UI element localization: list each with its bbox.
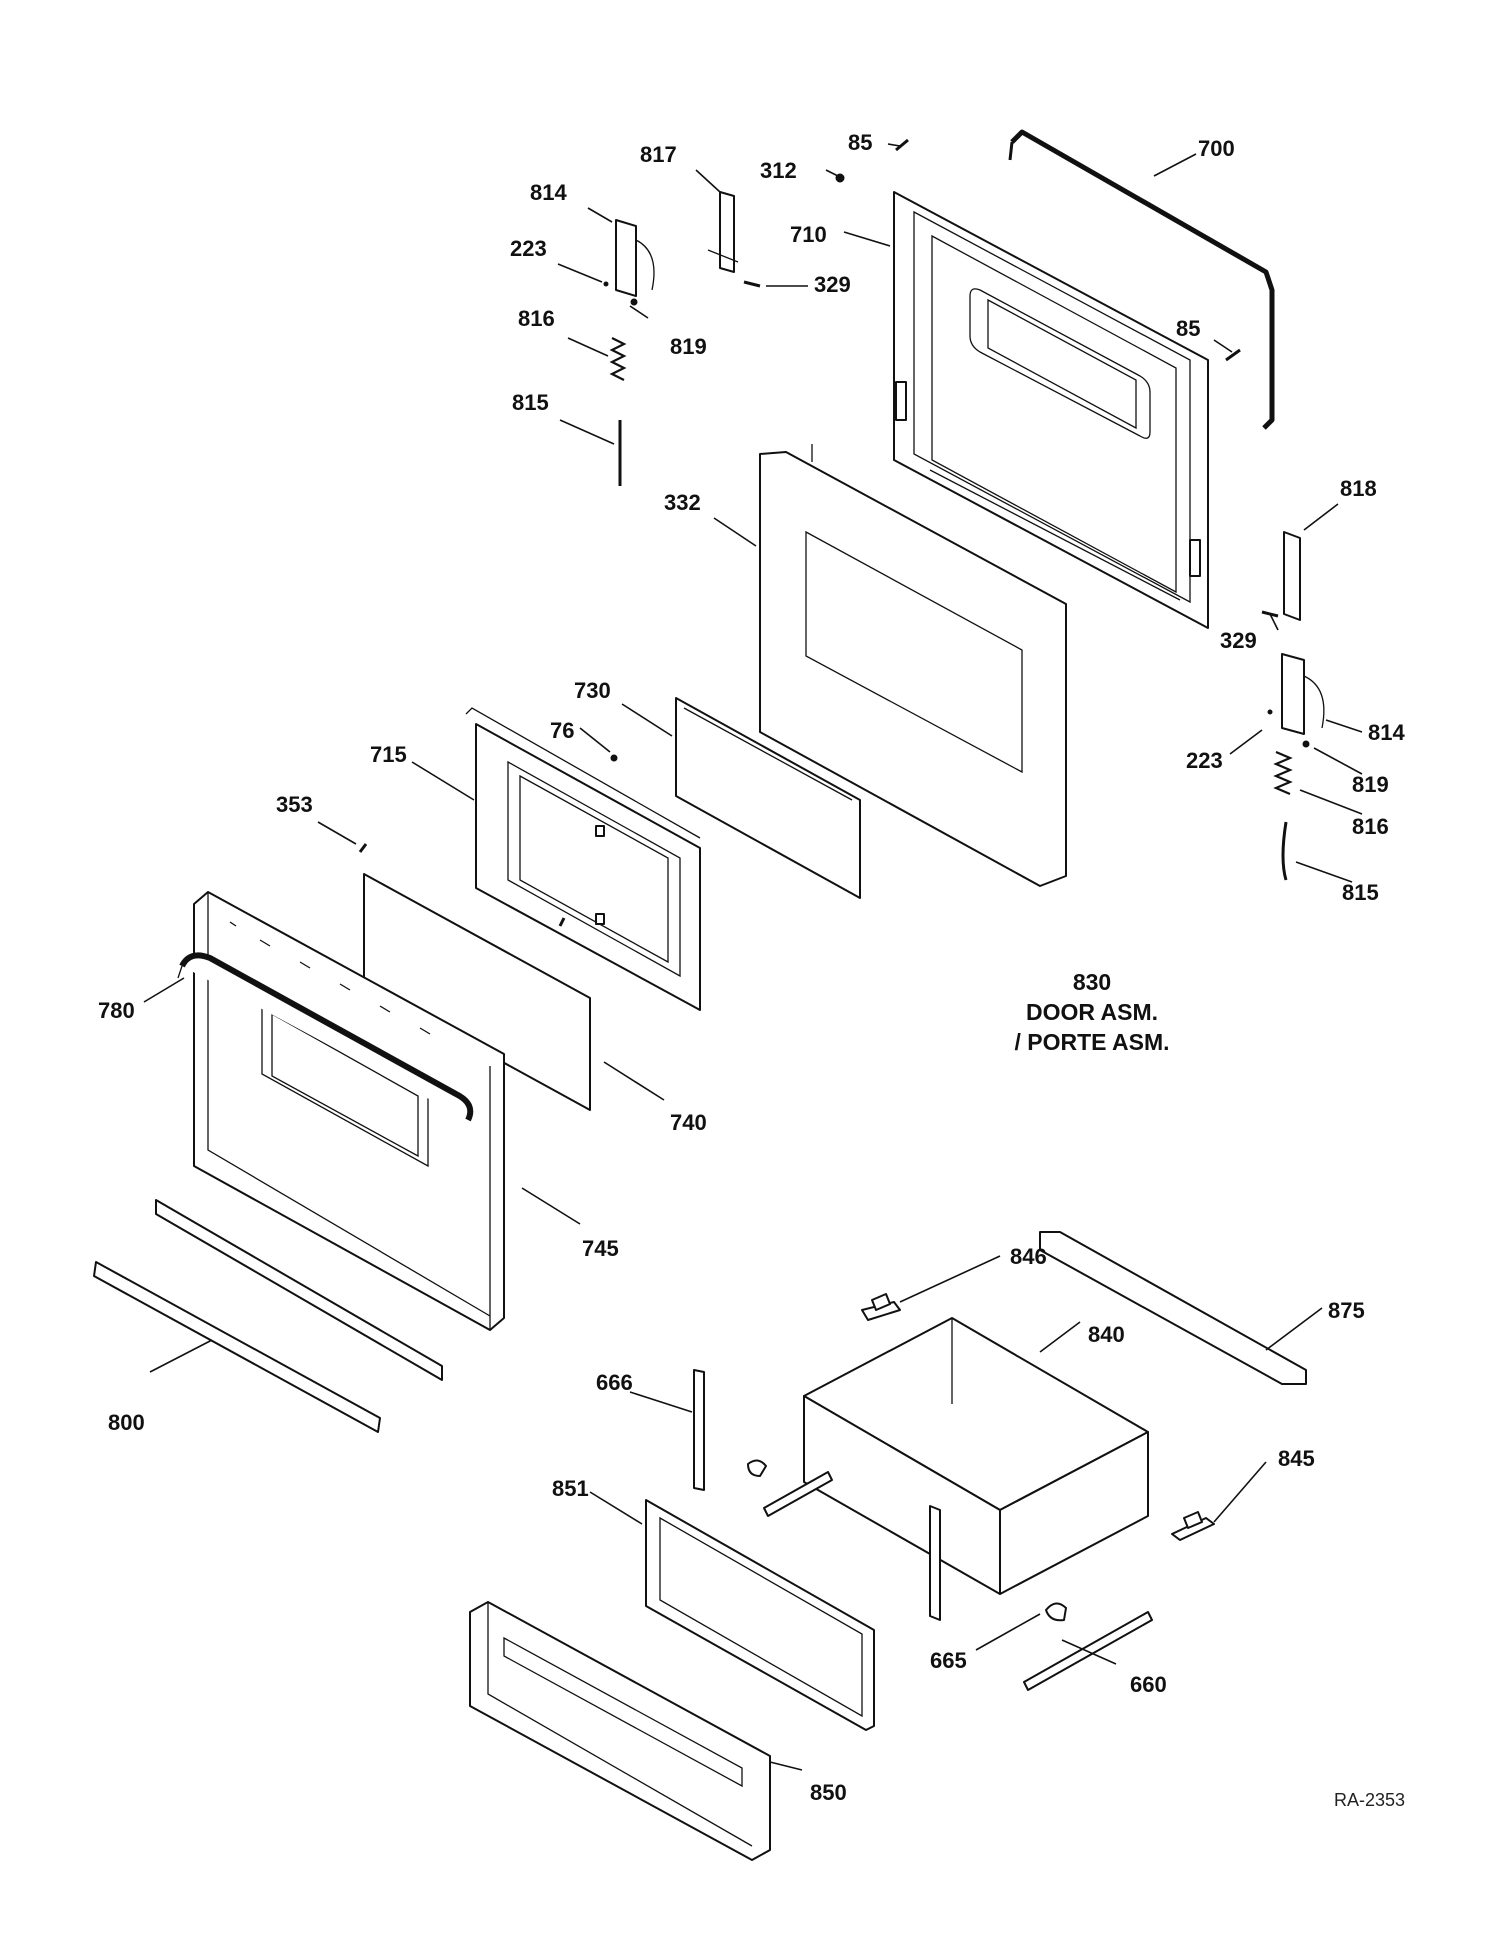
part-730-glass [675,697,861,899]
callout-875: 875 [1328,1298,1365,1323]
part-700-door-gasket [1008,129,1275,430]
callout-700: 700 [1198,136,1235,161]
part-740-window-glass [363,873,591,1111]
callout-329-right: 329 [1220,628,1257,653]
part-332-insulation [759,444,1067,887]
assembly-caption-line1: DOOR ASM. [1026,999,1158,1025]
part-817-hinge-arm [707,191,739,273]
callout-846: 846 [1010,1244,1047,1269]
callout-815-left: 815 [512,390,549,415]
part-816-spring-right [1273,750,1293,796]
callout-710: 710 [790,222,827,247]
callout-332: 332 [664,490,701,515]
part-slide-bracket [747,1459,941,1621]
part-665-stop [1045,1602,1067,1622]
part-850-drawer-front [469,1601,771,1861]
callout-851: 851 [552,1476,589,1501]
callout-312: 312 [760,158,797,183]
callout-329-left: 329 [814,272,851,297]
part-845-roller [1171,1511,1215,1541]
part-851-drawer-frame [645,1499,875,1731]
part-800-trim [93,1199,443,1433]
callout-815-right: 815 [1342,880,1379,905]
callout-800: 800 [108,1410,145,1435]
callout-666: 666 [596,1370,633,1395]
callout-814-left: 814 [530,180,567,205]
part-666-drawer-slide [693,1369,705,1491]
callout-660: 660 [1130,1672,1167,1697]
part-715-door-frame [465,707,701,1011]
callout-85-right: 85 [1176,316,1200,341]
callout-353: 353 [276,792,313,817]
callout-780: 780 [98,998,135,1023]
part-816-spring-left [609,337,627,381]
callout-818: 818 [1340,476,1377,501]
part-815-rod-right [1281,821,1288,881]
part-840-drawer-body [803,1317,1149,1595]
callout-223-right: 223 [1186,748,1223,773]
part-814-hinge-left [615,219,655,306]
part-780-handle [177,952,474,1122]
callout-814-right: 814 [1368,720,1405,745]
callout-665: 665 [930,1648,967,1673]
part-710-inner-door-panel [893,191,1209,629]
callout-840: 840 [1088,1322,1125,1347]
drawing-reference: RA-2353 [1334,1790,1405,1810]
callout-819-left: 819 [670,334,707,359]
callout-715: 715 [370,742,407,767]
part-846-roller [861,1293,901,1321]
callout-76: 76 [550,718,574,743]
callout-845: 845 [1278,1446,1315,1471]
callout-850: 850 [810,1780,847,1805]
callout-819-right: 819 [1352,772,1389,797]
leader-lines [143,143,1363,1771]
callout-816-right: 816 [1352,814,1389,839]
part-small-fasteners [358,138,1241,927]
part-814-hinge-right [1267,653,1325,748]
callout-817: 817 [640,142,677,167]
part-875-drawer-rail [1039,1231,1307,1385]
assembly-caption-number: 830 [1073,969,1111,995]
part-818-hinge-arm-right [1261,531,1301,621]
callout-85-top: 85 [848,130,872,155]
callout-730: 730 [574,678,611,703]
callout-223-left: 223 [510,236,547,261]
callout-816-left: 816 [518,306,555,331]
callout-745: 745 [582,1236,619,1261]
assembly-caption-line2: / PORTE ASM. [1014,1029,1169,1055]
callout-740: 740 [670,1110,707,1135]
